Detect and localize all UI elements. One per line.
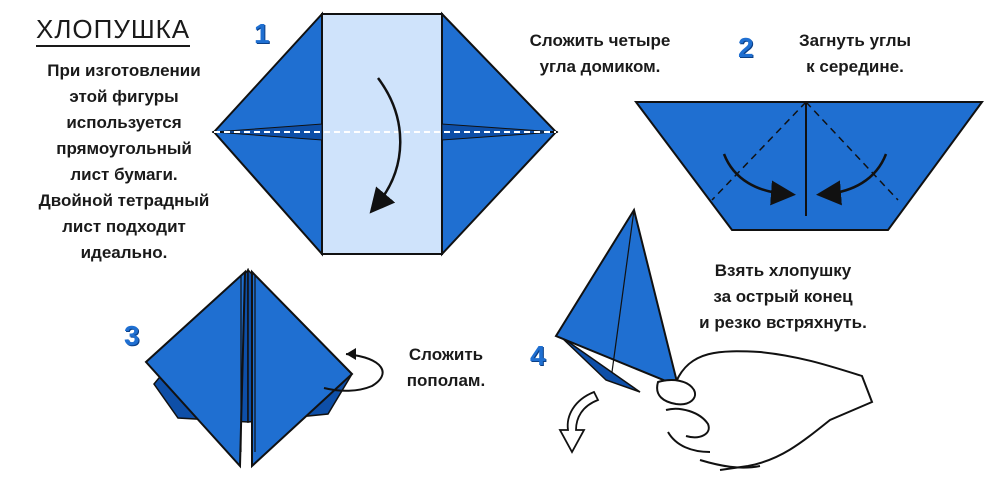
finger bbox=[667, 431, 711, 453]
intro-line: прямоугольный bbox=[56, 139, 192, 158]
curve-arrow bbox=[369, 77, 402, 214]
shake-arrow bbox=[558, 390, 600, 454]
fold-bottom-left bbox=[211, 131, 323, 257]
step1-caption: Сложить четыре угла домиком. bbox=[510, 28, 690, 80]
paper-front bbox=[634, 101, 984, 231]
step-number-2: 2 bbox=[738, 32, 754, 63]
intro-line: идеально. bbox=[80, 243, 168, 262]
finger bbox=[699, 459, 761, 469]
paper-center bbox=[321, 13, 443, 255]
caption-line: угла домиком. bbox=[539, 57, 661, 76]
caption-line: к середине. bbox=[806, 57, 904, 76]
caption-line: и резко встряхнуть. bbox=[699, 313, 867, 332]
intro-line: лист бумаги. bbox=[70, 165, 178, 184]
intro-line: Двойной тетрадный bbox=[38, 191, 210, 210]
dashed-fold-right bbox=[805, 101, 899, 201]
popper-crease bbox=[611, 209, 635, 373]
caption-line: Сложить четыре bbox=[529, 31, 671, 50]
fold-bottom-right bbox=[441, 131, 559, 257]
step4-caption: Взять хлопушку за острый конец и резко в… bbox=[678, 258, 888, 336]
popper-front bbox=[554, 207, 680, 388]
caption-line: пополам. bbox=[406, 371, 486, 390]
intro-line: этой фигуры bbox=[69, 87, 179, 106]
step2-figure bbox=[634, 101, 984, 231]
fold-arrow-head bbox=[346, 348, 356, 360]
step-number-3: 3 bbox=[124, 320, 140, 351]
wing-right bbox=[251, 269, 354, 469]
hand bbox=[675, 350, 874, 471]
fold-arrow bbox=[323, 353, 384, 392]
thumb bbox=[656, 379, 696, 406]
caption-line: Взять хлопушку bbox=[714, 261, 852, 280]
step-number-1: 1 bbox=[254, 18, 270, 49]
step1-figure bbox=[211, 11, 559, 257]
step4-figure bbox=[554, 207, 874, 471]
step-number-4: 4 bbox=[530, 340, 546, 371]
dashed-fold-left bbox=[711, 101, 807, 201]
finger bbox=[665, 407, 710, 439]
caption-line: за острый конец bbox=[713, 287, 853, 306]
wing-left bbox=[144, 269, 247, 469]
step3-figure bbox=[144, 267, 384, 469]
page-title: ХЛОПУШКА bbox=[36, 14, 191, 47]
arrow-right bbox=[816, 153, 888, 206]
intro-line: используется bbox=[66, 113, 182, 132]
step3-caption: Сложить пополам. bbox=[386, 342, 506, 394]
caption-line: Загнуть углы bbox=[798, 31, 912, 50]
arrow-left bbox=[722, 153, 796, 206]
intro-line: лист подходит bbox=[62, 217, 186, 236]
step2-caption: Загнуть углы к середине. bbox=[770, 28, 940, 80]
caption-line: Сложить bbox=[408, 345, 484, 364]
intro-line: При изготовлении bbox=[47, 61, 201, 80]
popper-back bbox=[559, 335, 641, 393]
intro-text: При изготовлении этой фигуры используетс… bbox=[10, 58, 238, 266]
